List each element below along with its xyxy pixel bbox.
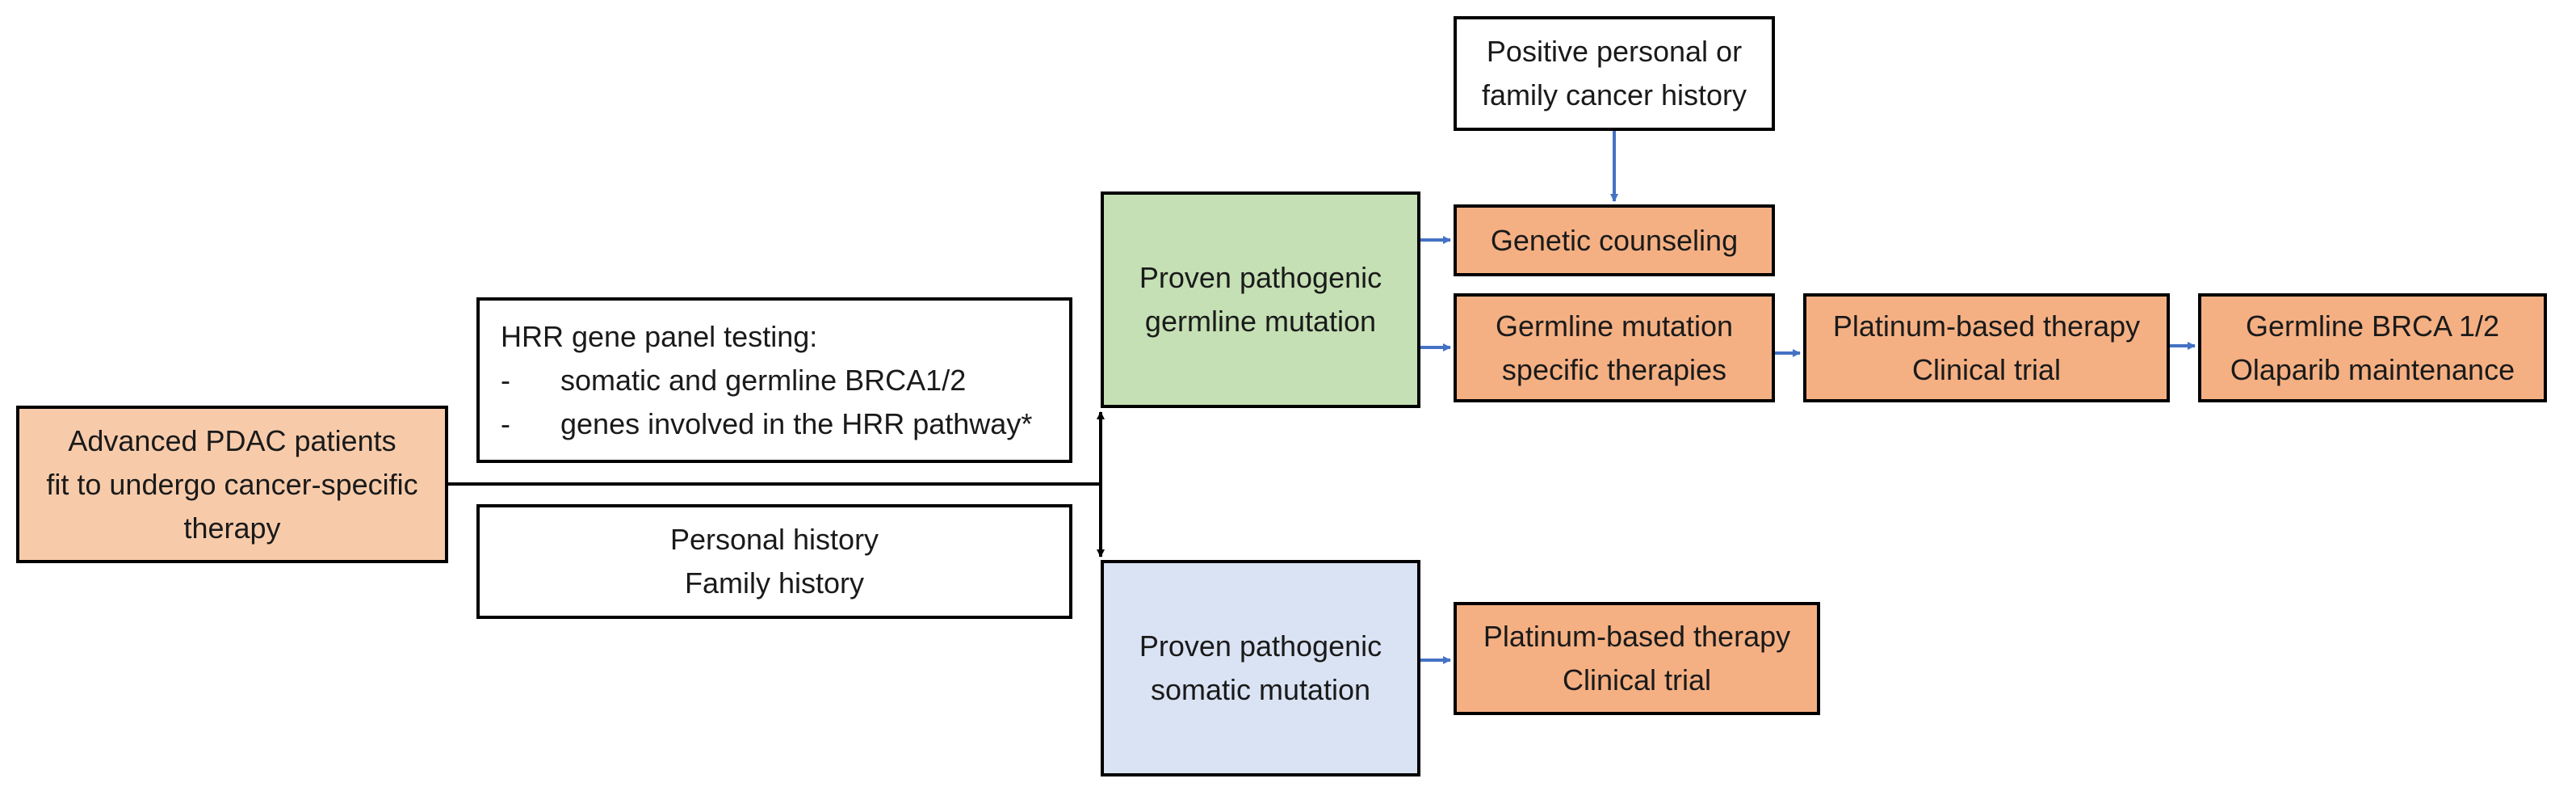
bullet-dash: - xyxy=(501,363,510,397)
pdac-line-1: Advanced PDAC patients xyxy=(68,423,396,457)
platinum-germline-line-1: Platinum-based therapy xyxy=(1832,309,2141,343)
counseling-line-1: Genetic counseling xyxy=(1490,223,1739,257)
history-line-1: Personal history xyxy=(669,523,879,556)
hrr-bullet-text: somatic and germline BRCA1/2 xyxy=(560,363,967,397)
olaparib-line-1: Germline BRCA 1/2 xyxy=(2245,309,2500,343)
hrr-panel-box: HRR gene panel testing: - somatic and ge… xyxy=(476,297,1072,463)
somatic-line-1: Proven pathogenic xyxy=(1139,629,1382,663)
platinum-somatic-line-2: Clinical trial xyxy=(1562,663,1712,696)
olaparib-line-2: Olaparib maintenance xyxy=(2230,352,2515,386)
family-history-box: Positive personal or family cancer histo… xyxy=(1454,16,1775,131)
specific-line-2: specific therapies xyxy=(1501,352,1727,386)
hrr-bullet: - somatic and germline BRCA1/2 xyxy=(501,359,966,402)
hrr-bullet: - genes involved in the HRR pathway* xyxy=(501,402,1032,446)
history-line-2: Family history xyxy=(684,566,865,600)
hrr-bullet-text: genes involved in the HRR pathway* xyxy=(560,406,1033,440)
pdac-line-3: therapy xyxy=(183,511,281,545)
history-box: Personal history Family history xyxy=(476,504,1072,619)
germline-mutation-box: Proven pathogenic germline mutation xyxy=(1101,191,1420,408)
germline-line-2: germline mutation xyxy=(1144,305,1377,338)
somatic-line-2: somatic mutation xyxy=(1150,673,1371,706)
bullet-dash: - xyxy=(501,406,510,440)
somatic-mutation-box: Proven pathogenic somatic mutation xyxy=(1101,560,1420,776)
olaparib-maintenance-box: Germline BRCA 1/2 Olaparib maintenance xyxy=(2198,293,2547,402)
pdac-patients-box: Advanced PDAC patients fit to undergo ca… xyxy=(16,406,448,563)
hrr-heading: HRR gene panel testing: xyxy=(501,319,818,353)
genetic-counseling-box: Genetic counseling xyxy=(1454,204,1775,276)
platinum-therapy-somatic-box: Platinum-based therapy Clinical trial xyxy=(1454,602,1820,715)
platinum-somatic-line-1: Platinum-based therapy xyxy=(1483,620,1791,653)
germline-line-1: Proven pathogenic xyxy=(1139,261,1382,294)
specific-line-1: Germline mutation xyxy=(1495,309,1734,343)
family-line-1: Positive personal or xyxy=(1486,35,1743,68)
family-line-2: family cancer history xyxy=(1481,78,1747,112)
platinum-germline-line-2: Clinical trial xyxy=(1911,352,2062,386)
platinum-therapy-germline-box: Platinum-based therapy Clinical trial xyxy=(1803,293,2170,402)
pdac-line-2: fit to undergo cancer-specific xyxy=(46,467,418,501)
germline-specific-therapies-box: Germline mutation specific therapies xyxy=(1454,293,1775,402)
